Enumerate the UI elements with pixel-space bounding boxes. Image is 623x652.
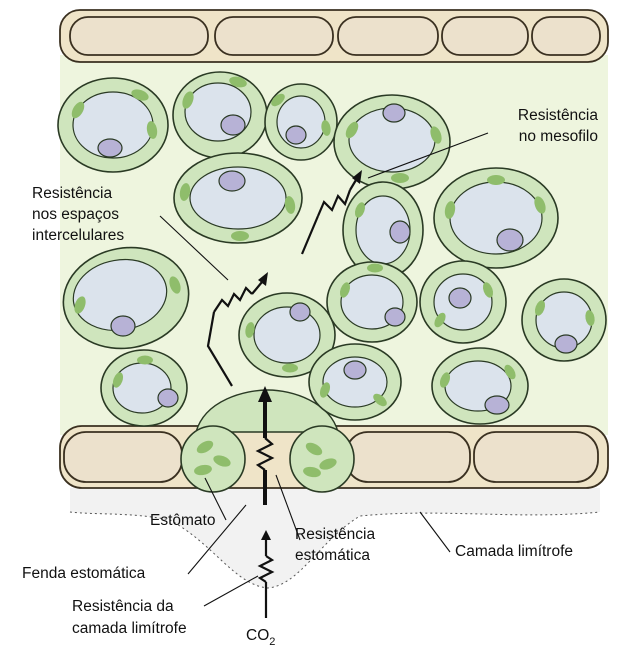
mesophyll-cell [58,78,168,172]
label-resistencia-mesofilo-line1: Resistência [518,107,598,124]
label-resistencia-estomatica-line1: Resistência [295,526,375,543]
mesophyll-cell [309,344,401,420]
mesophyll-cell [327,262,417,342]
mesophyll-cell [101,350,187,426]
mesophyll-cell [265,84,337,160]
mesophyll-cell [434,168,558,268]
label-estomato: Estômato [150,512,215,529]
label-resistencia-espacos-line3: intercelulares [32,227,124,244]
label-co2: CO2 [246,627,275,648]
co2-text: CO [246,627,269,644]
upper-epidermis [60,10,608,62]
mesophyll-cell [432,348,528,424]
label-resistencia-espacos-line2: nos espaços [32,206,119,223]
guard-cell-right [290,426,354,492]
mesophyll-cell [420,261,506,343]
label-fenda-estomatica: Fenda estomática [22,565,146,582]
label-resistencia-camada-line1: Resistência da [72,598,174,615]
mesophyll-cell [173,72,267,158]
mesophyll-cell [522,279,606,361]
label-camada-limitrofe: Camada limítrofe [455,543,573,560]
label-resistencia-mesofilo-line2: no mesofilo [519,128,598,145]
label-resistencia-espacos-line1: Resistência [32,185,112,202]
label-resistencia-estomatica-line2: estomática [295,547,370,564]
mesophyll-cell [174,153,302,243]
guard-cell-left [181,426,245,492]
mesophyll-cell [334,95,450,189]
co2-subscript: 2 [269,636,275,648]
label-resistencia-camada-line2: camada limítrofe [72,620,187,637]
